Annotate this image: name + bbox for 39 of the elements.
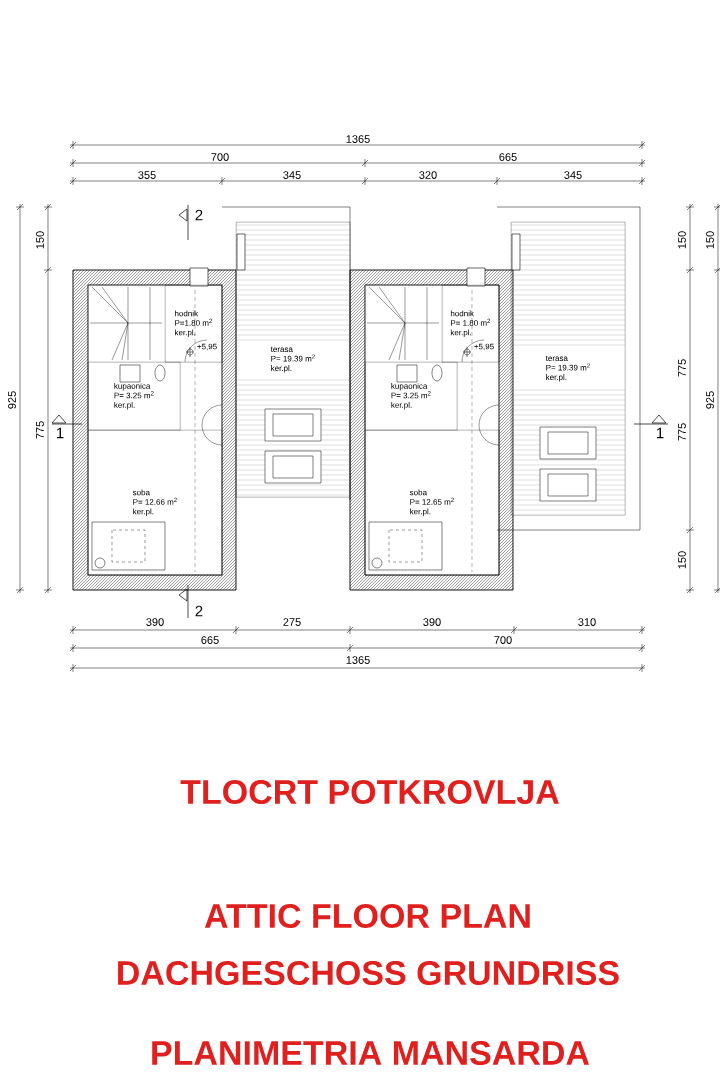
room-area: kupaonica P= 3.25 m$^{2}$ ker.pl.	[88, 362, 181, 431]
dimension-value: 775	[678, 359, 686, 377]
dimension-value: 150	[678, 551, 686, 569]
room-area: kupaonica P= 3.25 m$^{2}$ ker.pl.	[365, 362, 458, 431]
dimension-value: 275	[283, 618, 301, 626]
title-text: DACHGESCHOSS GRUNDRISS	[118, 960, 619, 986]
section-number: 2	[195, 605, 203, 617]
dimension-value: 775	[36, 421, 44, 439]
section-number: 2	[195, 209, 203, 221]
dimension-value: 355	[138, 171, 156, 179]
dimension-value: 1365	[346, 656, 370, 664]
dimension-value: 345	[564, 171, 582, 179]
title-text: ATTIC FLOOR PLAN	[204, 903, 530, 929]
dimension-value: 700	[494, 636, 512, 644]
title-text: PLANIMETRIA MANSARDA	[152, 1040, 590, 1066]
title-text: TLOCRT POTKROVLJA	[180, 779, 559, 805]
level-value: +5,95	[474, 343, 494, 351]
room-area: terasa P= 19.39 m$^{2}$ ker.pl.	[236, 222, 351, 498]
dimension-value: 665	[201, 636, 219, 644]
dimension-value: 390	[423, 618, 441, 626]
dimension-value: 775	[678, 423, 686, 441]
dimension-value: 665	[499, 153, 517, 161]
room-area: soba P= 12.65 m$^{2}$ ker.pl.	[365, 430, 500, 576]
room-area: terasa P= 19.39 m$^{2}$ ker.pl.	[511, 222, 626, 516]
level-value: +5,95	[197, 343, 217, 351]
dimension-value: 320	[419, 171, 437, 179]
section-number: 1	[656, 427, 664, 439]
dimension-value: 1365	[346, 135, 370, 143]
dimension-value: 390	[146, 618, 164, 626]
room-area: soba P= 12.66 m$^{2}$ ker.pl.	[88, 430, 223, 576]
dimension-value: 150	[706, 231, 714, 249]
dimension-value: 925	[8, 391, 16, 409]
dimension-value: 150	[678, 231, 686, 249]
section-number: 1	[56, 427, 64, 439]
dimension-value: 150	[36, 231, 44, 249]
dimension-value: 700	[211, 153, 229, 161]
dimension-value: 310	[578, 618, 596, 626]
dimension-value: 925	[706, 391, 714, 409]
dimension-value: 345	[283, 171, 301, 179]
